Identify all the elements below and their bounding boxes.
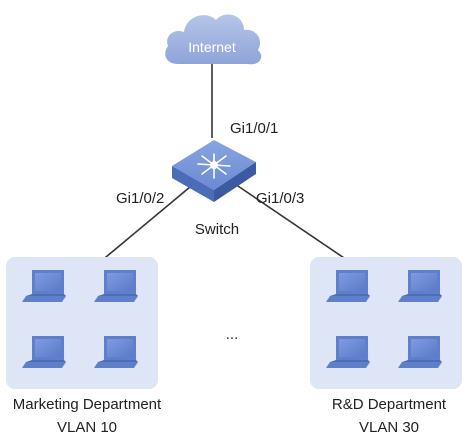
port-label-left: Gi1/0/2 bbox=[116, 190, 165, 207]
internet-label: Internet bbox=[188, 39, 236, 55]
cloud-icon bbox=[165, 14, 262, 65]
right-cable bbox=[231, 181, 351, 263]
switch-label: Switch bbox=[194, 221, 240, 238]
group-name-rnd: R&D Department bbox=[331, 396, 447, 413]
group-name-marketing: Marketing Department bbox=[12, 396, 162, 413]
ellipsis-text: ... bbox=[225, 326, 239, 343]
left-cable bbox=[99, 181, 197, 263]
group-vlan-marketing: VLAN 10 bbox=[56, 419, 118, 436]
port-label-uplink: Gi1/0/1 bbox=[230, 120, 279, 137]
port-label-right: Gi1/0/3 bbox=[256, 190, 305, 207]
switch-icon bbox=[172, 140, 256, 202]
group-vlan-rnd: VLAN 30 bbox=[358, 419, 420, 436]
